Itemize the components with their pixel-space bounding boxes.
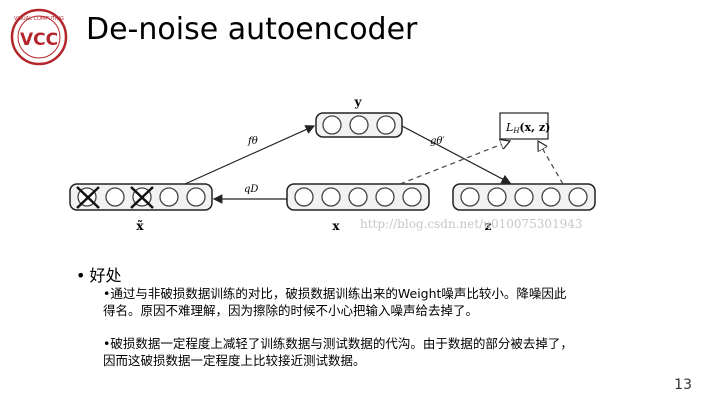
arrow-encoder (184, 125, 316, 185)
bullet-dot: • (76, 266, 86, 285)
bullet-heading: •好处 (76, 262, 121, 286)
sub-bullet-1: •通过与非破损数据训练的对比，破损数据训练出来的Weight噪声比较小。降噪因此… (103, 286, 567, 318)
bullet-heading-text: 好处 (89, 266, 122, 285)
arrow-loss-from-x (399, 141, 510, 185)
denoise-autoencoder-diagram: y x̃ x z (69, 95, 596, 233)
logo-text: VCC (20, 30, 58, 50)
arrow-loss-from-z (538, 141, 564, 185)
page-number: 13 (674, 377, 692, 393)
arrow-decoder (401, 125, 512, 184)
reconstruction-layer-z (452, 183, 596, 211)
vcc-logo: VISUAL COMPUTING VCC (10, 8, 68, 66)
input-layer-x (286, 183, 430, 211)
label-q-d: qD (244, 184, 258, 195)
sub-bullet-1-text: 通过与非破损数据训练的对比，破损数据训练出来的Weight噪声比较小。降噪因此得… (103, 286, 567, 318)
corruption-cross-1 (76, 186, 100, 209)
corruption-cross-2 (130, 186, 154, 209)
loss-args: (x, z) (519, 121, 550, 134)
label-y: y (354, 95, 363, 109)
hidden-layer-y (315, 112, 403, 138)
logo-ring-text: VISUAL COMPUTING (14, 16, 64, 22)
sub-bullet-2-text: 破损数据一定程度上减轻了训练数据与测试数据的代沟。由于数据的部分被去掉了，因而这… (103, 336, 573, 368)
label-g-theta-prime: gθ′ (430, 136, 445, 147)
loss-box: LH(x, z) (499, 112, 550, 140)
loss-subscript: H (512, 127, 520, 135)
watermark-url: http://blog.csdn.net/u010075301943 (360, 217, 583, 231)
loss-symbol: L (505, 121, 513, 134)
label-f-theta: fθ (247, 136, 258, 147)
svg-text:LH(x, z): LH(x, z) (505, 121, 550, 135)
sub-bullet-2: •破损数据一定程度上减轻了训练数据与测试数据的代沟。由于数据的部分被去掉了，因而… (103, 336, 573, 368)
label-z: z (485, 219, 492, 233)
slide-title: De-noise autoencoder (86, 12, 418, 47)
label-x: x (332, 219, 340, 233)
label-x-tilde: x̃ (136, 219, 144, 233)
corrupted-input-layer (69, 183, 213, 211)
